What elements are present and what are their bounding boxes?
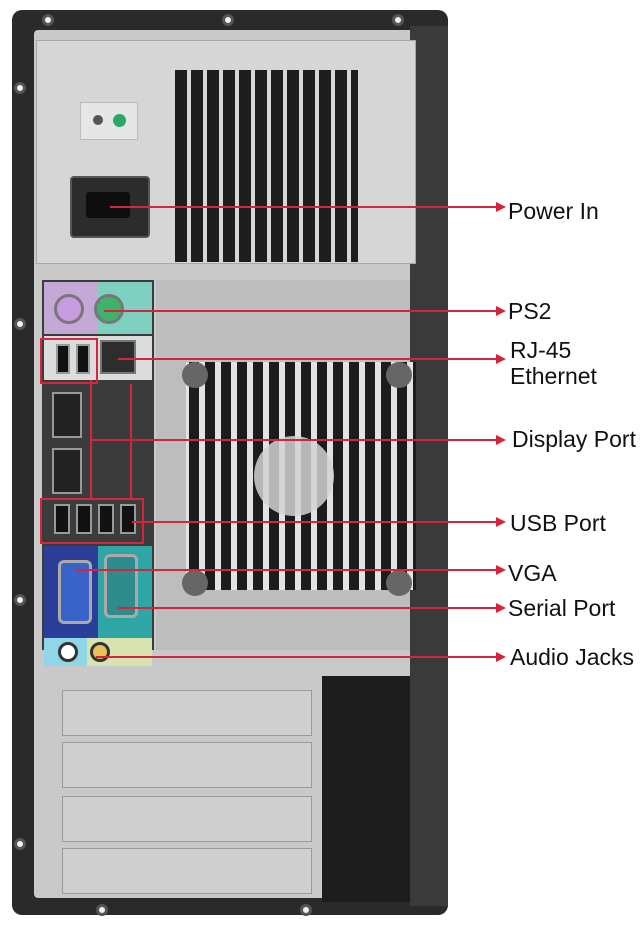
callout-line-ps2 <box>104 310 496 312</box>
fan-hub <box>254 436 334 516</box>
arrow-icon <box>496 603 506 613</box>
usb-port-top-2 <box>76 344 90 374</box>
led-icon <box>93 115 103 125</box>
label-vga: VGA <box>508 560 557 586</box>
usb-port-2 <box>76 504 92 534</box>
arrow-icon <box>496 202 506 212</box>
label-ps2: PS2 <box>508 298 552 324</box>
label-display-port: Display Port <box>512 426 636 452</box>
label-audio-jacks: Audio Jacks <box>510 644 635 670</box>
arrow-icon <box>496 652 506 662</box>
screw-icon <box>386 570 412 596</box>
screw-icon <box>14 318 26 330</box>
video-serial-area <box>44 546 152 638</box>
arrow-icon <box>496 354 506 364</box>
usb-bracket <box>130 384 132 500</box>
slot-vent <box>88 854 298 888</box>
slot-vent <box>88 696 298 730</box>
screw-icon <box>14 82 26 94</box>
screw-icon <box>96 904 108 916</box>
usb-bottom-highlight <box>40 498 144 544</box>
ps2-mouse-port <box>54 294 84 324</box>
screw-icon <box>300 904 312 916</box>
label-rj45-line1: RJ-45 <box>510 337 572 363</box>
screw-icon <box>392 14 404 26</box>
label-rj45-line2: Ethernet <box>510 363 597 389</box>
audio-jack-line-out <box>90 642 110 662</box>
psu-fan-grille <box>172 70 358 262</box>
psu-test-switch <box>80 102 138 140</box>
usb-port-1 <box>54 504 70 534</box>
ps2-keyboard-port <box>94 294 124 324</box>
arrow-icon <box>496 517 506 527</box>
label-serial-port: Serial Port <box>508 595 616 621</box>
system-fan-grille <box>186 362 416 590</box>
slot-vent <box>88 802 298 836</box>
screw-icon <box>386 362 412 388</box>
callout-line-display-port <box>90 439 496 441</box>
callout-line-audio <box>96 656 496 658</box>
callout-line-rj45 <box>118 358 496 360</box>
expansion-bracket <box>322 676 410 902</box>
display-port-2 <box>52 448 82 494</box>
screw-icon <box>42 14 54 26</box>
arrow-icon <box>496 565 506 575</box>
callout-line-serial <box>118 607 496 609</box>
display-port-1 <box>52 392 82 438</box>
slot-vent <box>88 748 298 782</box>
usb-top-highlight <box>40 338 98 384</box>
screw-icon <box>222 14 234 26</box>
usb-port-4 <box>120 504 136 534</box>
ps2-area <box>44 282 152 334</box>
screw-icon <box>182 362 208 388</box>
screw-icon <box>14 838 26 850</box>
screw-icon <box>182 570 208 596</box>
usb-port-top-1 <box>56 344 70 374</box>
callout-line-vga <box>76 569 496 571</box>
label-usb-port: USB Port <box>510 510 606 536</box>
callout-line-power <box>110 206 496 208</box>
arrow-icon <box>496 306 506 316</box>
chassis-side-rail <box>410 26 448 906</box>
usb-port-3 <box>98 504 114 534</box>
screw-icon <box>14 594 26 606</box>
rj45-port <box>100 340 136 374</box>
test-button-icon <box>113 114 126 127</box>
label-power-in: Power In <box>508 198 599 224</box>
audio-area <box>44 638 152 666</box>
arrow-icon <box>496 435 506 445</box>
callout-line-usb <box>132 521 496 523</box>
audio-jack-line-in <box>58 642 78 662</box>
